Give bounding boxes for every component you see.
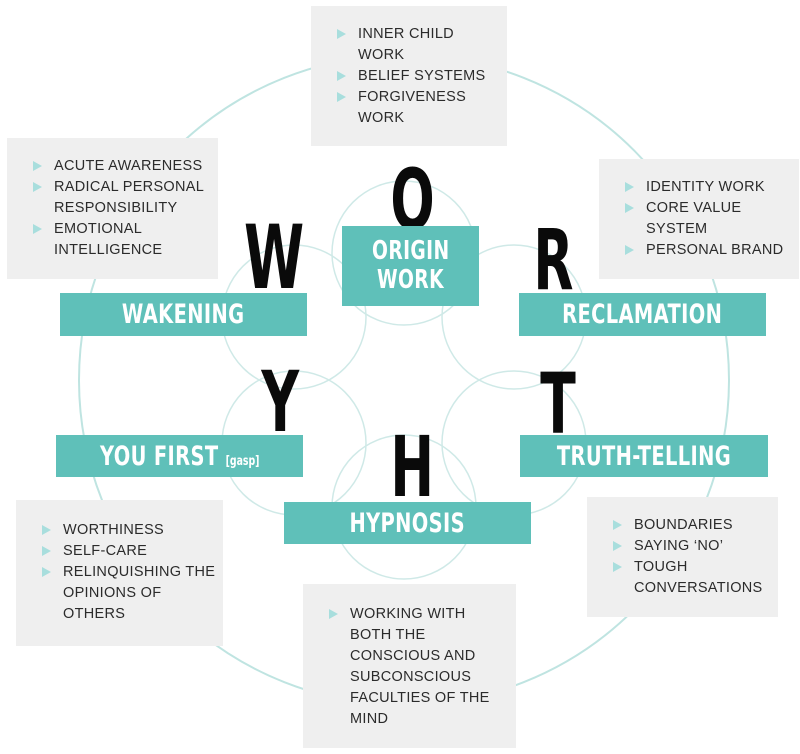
bullet-triangle-icon <box>625 203 634 213</box>
hypnosis-banner: HYPNOSIS <box>284 502 531 544</box>
list-item: CORE VALUE SYSTEM <box>622 198 791 240</box>
list-item-text: TOUGH CONVERSATIONS <box>634 559 763 596</box>
reclamation-banner-label: RECLAMATION <box>562 299 723 330</box>
list-item: IDENTITY WORK <box>622 177 791 198</box>
list-item: BELIEF SYSTEMS <box>334 66 487 87</box>
list-item-text: PERSONAL BRAND <box>646 242 784 258</box>
bullet-triangle-icon <box>613 562 622 572</box>
bullet-triangle-icon <box>42 525 51 535</box>
origin-work-banner: ORIGIN WORK <box>342 226 479 306</box>
bullet-triangle-icon <box>613 520 622 530</box>
bullet-triangle-icon <box>33 161 42 171</box>
origin-banner-line2: WORK <box>377 265 444 295</box>
list-item-text: BOUNDARIES <box>634 517 733 533</box>
wakening-banner: WAKENING <box>60 293 307 336</box>
list-item: BOUNDARIES <box>610 515 770 536</box>
list-item-text: IDENTITY WORK <box>646 179 765 195</box>
list-item: TOUGH CONVERSATIONS <box>610 557 770 599</box>
wakening-box: ACUTE AWARENESS RADICAL PERSONAL RESPONSI… <box>7 138 218 279</box>
list-item-text: RADICAL PERSONAL RESPONSIBILITY <box>54 179 204 216</box>
list-item: SAYING ‘NO’ <box>610 536 770 557</box>
reclamation-list: IDENTITY WORK CORE VALUE SYSTEM PERSONAL B… <box>622 177 791 261</box>
reclamation-box: IDENTITY WORK CORE VALUE SYSTEM PERSONAL B… <box>599 159 799 279</box>
letter-w: W <box>243 206 305 309</box>
list-item-text: SELF-CARE <box>63 543 148 559</box>
you-first-list: WORTHINESS SELF-CARE RELINQUISHING THE OPI… <box>39 520 217 625</box>
list-item-text: INNER CHILD WORK <box>358 26 454 63</box>
list-item-text: ACUTE AWARENESS <box>54 158 203 174</box>
list-item-text: BELIEF SYSTEMS <box>358 68 486 84</box>
bullet-triangle-icon <box>625 245 634 255</box>
list-item: EMOTIONAL INTELLIGENCE <box>30 219 208 261</box>
truth-telling-list: BOUNDARIES SAYING ‘NO’ TOUGH CONVERSATIONS <box>610 515 770 599</box>
list-item-text: FORGIVENESS WORK <box>358 89 467 126</box>
hypnosis-box: WORKING WITH BOTH THE CONSCIOUS AND SUBC… <box>303 584 516 748</box>
list-item: INNER CHILD WORK <box>334 24 487 66</box>
reclamation-banner: RECLAMATION <box>519 293 766 336</box>
you-first-banner-label: YOU FIRST [gasp] <box>100 441 259 472</box>
list-item: WORTHINESS <box>39 520 217 541</box>
bullet-triangle-icon <box>337 71 346 81</box>
letter-h: H <box>390 418 434 516</box>
truth-telling-banner-label: TRUTH-TELLING <box>556 440 732 472</box>
list-item-text: WORTHINESS <box>63 522 165 538</box>
list-item: RELINQUISHING THE OPINIONS OF OTHERS <box>39 562 217 625</box>
bullet-triangle-icon <box>329 609 338 619</box>
you-first-banner: YOU FIRST [gasp] <box>56 435 303 477</box>
you-first-box: WORTHINESS SELF-CARE RELINQUISHING THE OPI… <box>16 500 223 646</box>
truth-telling-box: BOUNDARIES SAYING ‘NO’ TOUGH CONVERSATIONS <box>587 497 778 617</box>
bullet-triangle-icon <box>613 541 622 551</box>
list-item: ACUTE AWARENESS <box>30 156 208 177</box>
bullet-triangle-icon <box>337 92 346 102</box>
hypnosis-list: WORKING WITH BOTH THE CONSCIOUS AND SUBC… <box>326 604 504 730</box>
wakening-banner-label: WAKENING <box>122 299 245 330</box>
bullet-triangle-icon <box>337 29 346 39</box>
letter-r: R <box>533 211 574 309</box>
list-item: PERSONAL BRAND <box>622 240 791 261</box>
letter-t: T <box>540 355 576 453</box>
you-first-note: [gasp] <box>225 453 260 469</box>
list-item: FORGIVENESS WORK <box>334 87 487 129</box>
list-item: SELF-CARE <box>39 541 217 562</box>
list-item-text: WORKING WITH BOTH THE CONSCIOUS AND SUBC… <box>350 606 490 727</box>
bullet-triangle-icon <box>33 182 42 192</box>
bullet-triangle-icon <box>42 546 51 556</box>
bullet-triangle-icon <box>42 567 51 577</box>
list-item-text: SAYING ‘NO’ <box>634 538 724 554</box>
wakening-list: ACUTE AWARENESS RADICAL PERSONAL RESPONSI… <box>30 156 208 261</box>
origin-box: INNER CHILD WORK BELIEF SYSTEMS FORGIVENES… <box>311 6 507 146</box>
truth-telling-banner: TRUTH-TELLING <box>520 435 768 477</box>
origin-banner-line1: ORIGIN <box>371 235 450 266</box>
bullet-triangle-icon <box>33 224 42 234</box>
letter-y: Y <box>261 353 300 451</box>
list-item: WORKING WITH BOTH THE CONSCIOUS AND SUBC… <box>326 604 504 730</box>
hypnosis-banner-label: HYPNOSIS <box>349 507 466 539</box>
list-item-text: CORE VALUE SYSTEM <box>646 200 742 237</box>
origin-list: INNER CHILD WORK BELIEF SYSTEMS FORGIVENES… <box>334 24 487 129</box>
bullet-triangle-icon <box>625 182 634 192</box>
you-first-title: YOU FIRST <box>99 440 219 472</box>
list-item-text: EMOTIONAL INTELLIGENCE <box>54 221 163 258</box>
list-item: RADICAL PERSONAL RESPONSIBILITY <box>30 177 208 219</box>
list-item-text: RELINQUISHING THE OPINIONS OF OTHERS <box>63 564 216 622</box>
